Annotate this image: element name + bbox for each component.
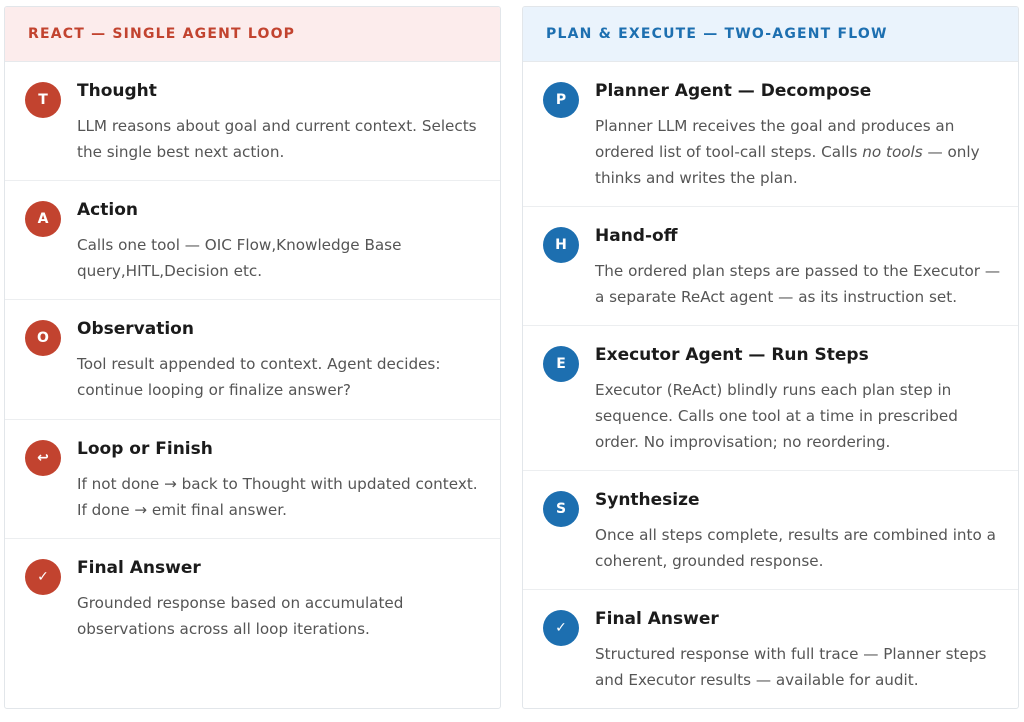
plan-step-final-answer: ✓ Final Answer Structured response with … [523,590,1018,708]
react-step-final-answer: ✓ Final Answer Grounded response based o… [5,539,500,708]
step-description: Tool result appended to context. Agent d… [77,355,441,399]
letter-o-icon: O [25,320,61,356]
step-title: Loop or Finish [77,439,213,459]
step-description: Structured response with full trace — Pl… [595,645,987,689]
step-title: Final Answer [77,558,201,578]
step-title: Hand-off [595,226,678,246]
return-loop-icon: ↩ [25,440,61,476]
step-description-text: — only thinks and writes the plan. [595,143,980,187]
letter-t-icon: T [25,82,61,118]
step-description: Planner LLM receives the goal and produc… [595,113,1005,191]
react-panel-header: REACT — SINGLE AGENT LOOP [5,7,500,62]
react-step-observation: O Observation Tool result appended to co… [5,300,500,420]
step-description: Executor (ReAct) blindly runs each plan … [595,381,958,451]
step-description-text: Planner LLM receives the goal and produc… [595,117,955,161]
step-title: Thought [77,81,157,101]
step-title: Executor Agent — Run Steps [595,345,869,365]
plan-step-planner: P Planner Agent — Decompose Planner LLM … [523,62,1018,207]
step-description-emphasis: no tools [862,143,923,161]
plan-step-executor: E Executor Agent — Run Steps Executor (R… [523,326,1018,471]
step-description: Once all steps complete, results are com… [595,526,996,570]
react-step-action: A Action Calls one tool — OIC Flow,Knowl… [5,181,500,300]
letter-a-icon: A [25,201,61,237]
react-step-thought: T Thought LLM reasons about goal and cur… [5,62,500,181]
step-title: Final Answer [595,609,719,629]
checkmark-icon: ✓ [25,559,61,595]
letter-e-icon: E [543,346,579,382]
step-description: Grounded response based on accumulated o… [77,594,404,638]
checkmark-icon: ✓ [543,610,579,646]
step-title: Planner Agent — Decompose [595,81,872,101]
letter-h-icon: H [543,227,579,263]
step-description: If not done → back to Thought with updat… [77,475,478,519]
letter-s-icon: S [543,491,579,527]
plan-execute-panel: PLAN & EXECUTE — TWO-AGENT FLOW P Planne… [522,6,1019,709]
letter-p-icon: P [543,82,579,118]
step-description: The ordered plan steps are passed to the… [595,262,1001,306]
plan-execute-panel-header: PLAN & EXECUTE — TWO-AGENT FLOW [523,7,1018,62]
step-description: Calls one tool — OIC Flow,Knowledge Base… [77,236,402,280]
step-title: Observation [77,319,194,339]
react-panel: REACT — SINGLE AGENT LOOP T Thought LLM … [4,6,501,709]
plan-step-synthesize: S Synthesize Once all steps complete, re… [523,471,1018,590]
step-description: LLM reasons about goal and current conte… [77,117,477,161]
plan-step-hand-off: H Hand-off The ordered plan steps are pa… [523,207,1018,326]
step-title: Synthesize [595,490,700,510]
step-title: Action [77,200,138,220]
react-step-loop-or-finish: ↩ Loop or Finish If not done → back to T… [5,420,500,539]
